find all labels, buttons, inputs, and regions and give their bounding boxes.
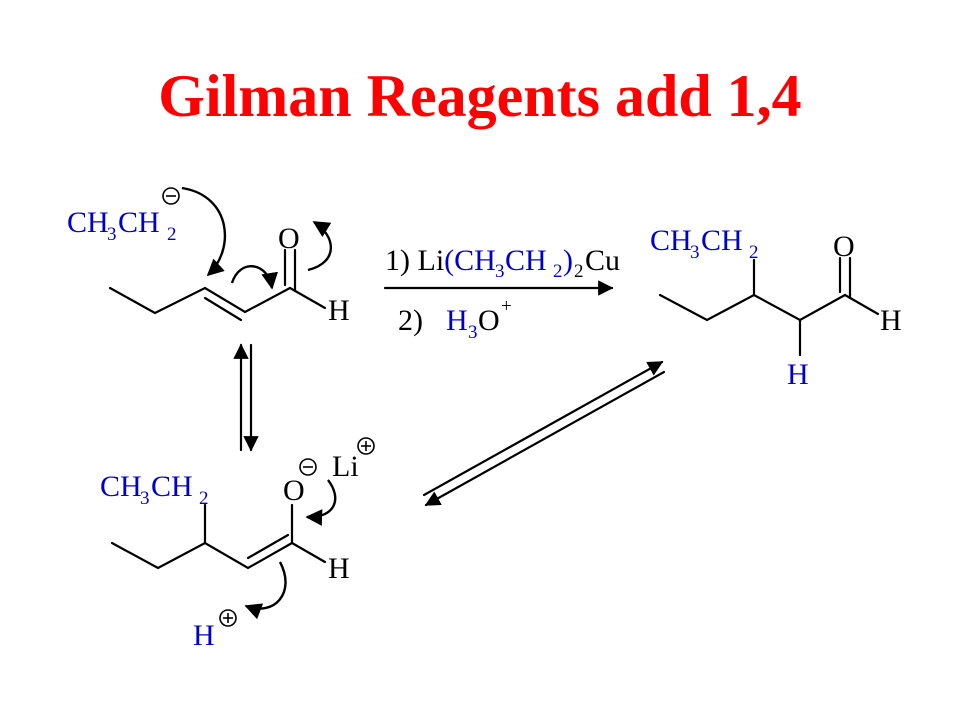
product-new-h: H <box>787 358 809 391</box>
enolate-sub-3: 3 <box>140 488 150 509</box>
ch-label: CH <box>67 206 109 239</box>
ch-bond <box>288 286 327 310</box>
reagent-sub-2b: 2 <box>574 261 584 282</box>
product-aldehyde-h: H <box>880 304 902 337</box>
product-oxygen-label: O <box>833 230 855 263</box>
enolate-h-label: H <box>328 552 350 585</box>
curly-arrow-to-proton <box>244 561 287 620</box>
reagent-sub-3: 3 <box>495 261 505 282</box>
product-sub-2: 2 <box>749 242 759 263</box>
curly-arrow-pi-shift <box>230 265 278 290</box>
aldehyde-h-label: H <box>328 294 350 327</box>
enolate-ch-label: CH <box>100 470 142 503</box>
proton-h-label: H <box>193 619 215 652</box>
equilibrium-arrow-vertical <box>233 343 259 452</box>
reagent-cu: Cu <box>585 244 620 277</box>
reagent-2-sub-3: 3 <box>468 322 478 343</box>
subscript-2: 2 <box>167 224 177 245</box>
product-aldehyde: O H H CH 3 CH 2 <box>650 224 902 391</box>
reagent-2-o: O <box>478 304 500 337</box>
svg-text:1) Li(CH: 1) Li(CH <box>385 244 496 277</box>
ch-label: CH <box>118 206 160 239</box>
starting-enal: O H <box>108 222 350 327</box>
reagent-2-h: H <box>446 304 468 337</box>
enolate-double-bond-inner <box>246 533 290 560</box>
lithium-enolate: H O Li CH 3 CH 2 H <box>100 437 375 652</box>
equilibrium-arrow-diagonal <box>422 360 666 507</box>
cc-double-bond-inner <box>203 296 243 322</box>
product-ch-label: CH <box>650 224 692 257</box>
product-ch-label-2: CH <box>701 224 743 257</box>
curly-arrow-attack <box>181 186 227 277</box>
slide-title: Gilman Reagents add 1,4 <box>158 63 802 129</box>
reagent-2-plus: + <box>501 296 512 317</box>
reagent-paren-open: ( <box>444 244 454 277</box>
reagent-sub-2: 2 <box>553 261 563 282</box>
subscript-3: 3 <box>107 224 117 245</box>
ethyl-carbanion: CH 3 CH 2 <box>67 187 180 245</box>
reagent-ch: CH <box>454 244 496 277</box>
oxygen-label: O <box>278 222 300 255</box>
lithium-label: Li <box>332 450 359 483</box>
product-sub-3: 3 <box>690 242 700 263</box>
reagent-ch-2: CH <box>505 244 547 277</box>
reagent-paren-close: ) <box>563 244 573 277</box>
enolate-ch-label-2: CH <box>151 470 193 503</box>
curly-arrow-li-to-o <box>305 479 337 526</box>
enolate-oxygen-label: O <box>283 474 305 507</box>
reagent-arrow: 1) Li(CH 3 CH 2 ) 2 Cu 2) H 3 O + <box>383 244 620 343</box>
curly-arrow-co <box>307 220 333 272</box>
enolate-sub-2: 2 <box>199 488 209 509</box>
reagent-2-prefix: 2) <box>398 304 423 337</box>
reagent-1-prefix: 1) Li <box>385 244 444 277</box>
